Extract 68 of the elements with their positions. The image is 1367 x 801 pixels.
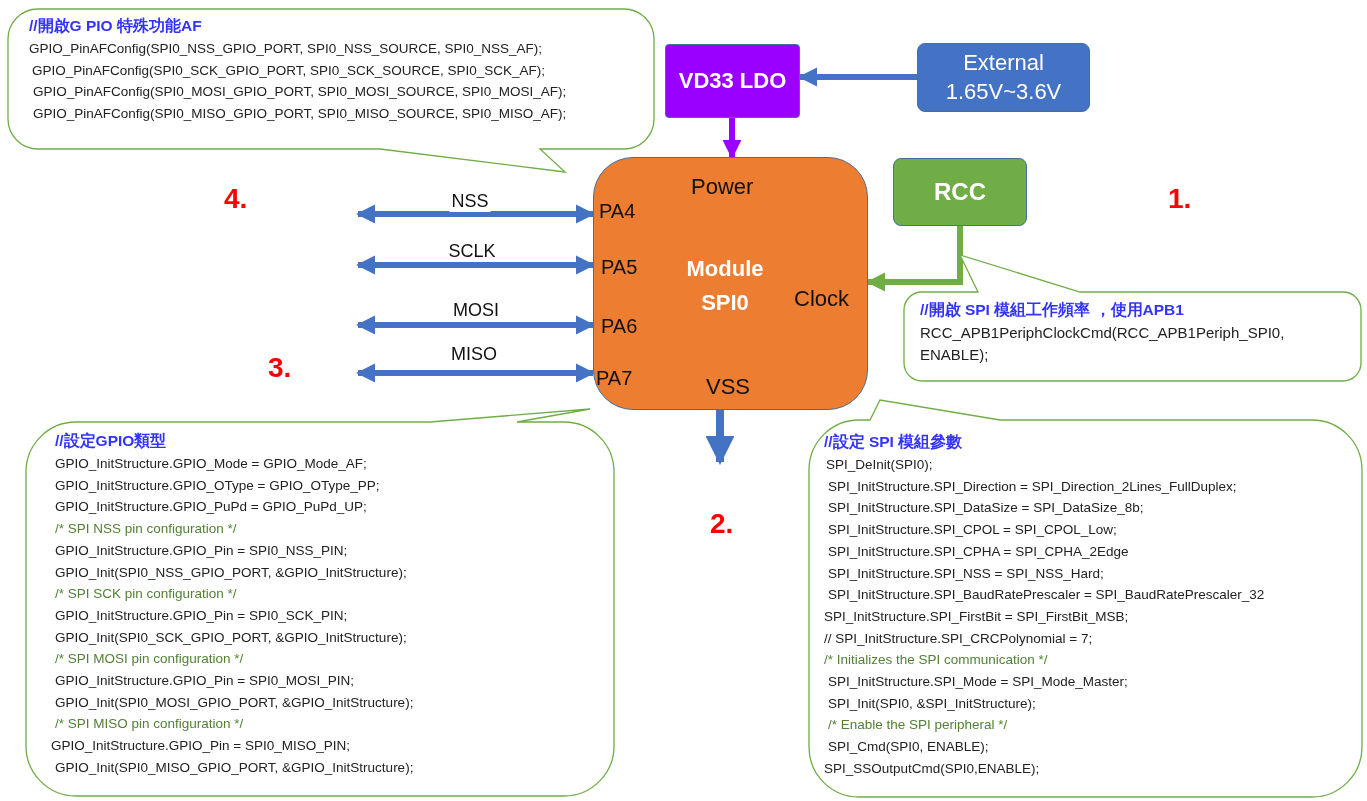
code-line: SPI_InitStructure.SPI_FirstBit = SPI_FirstBit_MSB;	[824, 607, 1129, 626]
code-line: SPI_InitStructure.SPI_DataSize = SPI_DataSize_8b;	[828, 499, 1144, 518]
step-number: 3.	[268, 352, 292, 384]
code-line: GPIO_Init(SPI0_SCK_GPIO_PORT, &GPIO_InitStructure);	[55, 628, 407, 647]
code-line: GPIO_InitStructure.GPIO_PuPd = GPIO_PuPd_UP;	[55, 498, 367, 517]
code-line: GPIO_PinAFConfig(SPI0_SCK_GPIO_PORT, SPI0_SCK_SOURCE, SPI0_SCK_AF);	[32, 61, 545, 80]
code-line: // SPI_InitStructure.SPI_CRCPolynomial = 7;	[824, 629, 1093, 648]
code-line: GPIO_InitStructure.GPIO_Pin = SPI0_MOSI_PIN;	[55, 672, 354, 691]
code-line: RCC_APB1PeriphClockCmd(RCC_APB1Periph_SPI0, ENABLE);	[920, 323, 1286, 365]
step-number: 2.	[710, 508, 734, 540]
arrow	[798, 67, 917, 87]
code-comment: /* Enable the SPI peripheral */	[828, 716, 1008, 735]
code-line: SPI_DeInit(SPI0);	[826, 456, 933, 474]
comment-heading: //設定 SPI 模組參數	[824, 432, 963, 452]
clock-label: Clock	[794, 286, 849, 312]
pin-label: PA4	[599, 200, 636, 223]
comment-heading: //設定GPIO類型	[55, 431, 167, 451]
code-line: GPIO_InitStructure.GPIO_Pin = SPI0_NSS_PIN;	[55, 541, 348, 560]
code-comment: /* SPI MISO pin configuration */	[55, 715, 244, 734]
callout-bubble	[808, 398, 1364, 800]
pin-label: PA7	[596, 367, 633, 390]
code-comment: /* SPI MOSI pin configuration */	[55, 650, 244, 669]
code-line: GPIO_Init(SPI0_MOSI_GPIO_PORT, &GPIO_InitStructure);	[55, 693, 414, 712]
comment-heading: //開啟G PIO 特殊功能AF	[29, 16, 202, 36]
code-line: SPI_InitStructure.SPI_BaudRatePrescaler = SPI_BaudRatePrescaler_32	[828, 586, 1265, 605]
code-line: GPIO_PinAFConfig(SPI0_MOSI_GPIO_PORT, SPI0_MOSI_SOURCE, SPI0_MOSI_AF);	[33, 83, 567, 102]
ground-label: VSS	[706, 374, 751, 400]
code-line: GPIO_Init(SPI0_NSS_GPIO_PORT, &GPIO_InitStructure);	[55, 563, 407, 582]
code-line: SPI_InitStructure.SPI_CPOL = SPI_CPOL_Low;	[828, 521, 1117, 540]
arrow	[866, 226, 963, 292]
callout-bubble	[7, 8, 657, 174]
code-line: SPI_SSOutputCmd(SPI0,ENABLE);	[824, 759, 1040, 778]
pin-label: PA5	[601, 256, 638, 279]
comment-heading: //開啟 SPI 模組工作頻率 ，使用APB1	[920, 300, 1184, 320]
code-line: SPI_Cmd(SPI0, ENABLE);	[828, 738, 989, 757]
code-line: SPI_InitStructure.SPI_CPHA = SPI_CPHA_2Edge	[828, 542, 1129, 561]
clock-source-box: RCC	[893, 158, 1027, 226]
arrow	[356, 363, 595, 383]
code-line: SPI_InitStructure.SPI_Direction = SPI_Direction_2Lines_FullDuplex;	[828, 477, 1237, 496]
ldo-box: VD33 LDO	[665, 44, 800, 118]
callout-bubble	[25, 408, 617, 797]
arrow	[356, 204, 595, 224]
code-comment: /* SPI SCK pin configuration */	[55, 585, 237, 604]
power-label: Power	[691, 174, 754, 200]
arrow	[356, 315, 595, 335]
code-line: GPIO_Init(SPI0_MISO_GPIO_PORT, &GPIO_InitStructure);	[55, 758, 414, 777]
pin-label: PA6	[601, 315, 638, 338]
code-line: GPIO_InitStructure.GPIO_OType = GPIO_OType_PP;	[55, 476, 380, 495]
code-line: SPI_Init(SPI0, &SPI_InitStructure);	[828, 694, 1036, 713]
code-line: SPI_InitStructure.SPI_Mode = SPI_Mode_Master;	[828, 673, 1128, 692]
code-line: GPIO_PinAFConfig(SPI0_NSS_GPIO_PORT, SPI0_NSS_SOURCE, SPI0_NSS_AF);	[29, 40, 542, 58]
module-label: Module SPI0	[685, 255, 765, 318]
code-comment: /* Initializes the SPI communication */	[824, 651, 1048, 670]
step-number: 4.	[224, 183, 248, 215]
arrow	[722, 118, 742, 159]
supply-box: External 1.65V~3.6V	[917, 43, 1090, 112]
callout-bubble	[903, 252, 1363, 384]
code-line: GPIO_InitStructure.GPIO_Pin = SPI0_MISO_PIN;	[51, 737, 350, 756]
step-number: 1.	[1168, 183, 1192, 215]
code-line: GPIO_InitStructure.GPIO_Mode = GPIO_Mode_AF;	[55, 455, 367, 473]
edge-label: NSS	[449, 191, 491, 212]
code-line: GPIO_InitStructure.GPIO_Pin = SPI0_SCK_PIN;	[55, 606, 348, 625]
arrow	[705, 410, 735, 465]
module-box	[593, 157, 868, 410]
code-comment: /* SPI NSS pin configuration */	[55, 520, 237, 539]
code-line: GPIO_PinAFConfig(SPI0_MISO_GPIO_PORT, SPI0_MISO_SOURCE, SPI0_MISO_AF);	[33, 105, 567, 124]
arrow	[356, 255, 595, 275]
code-line: SPI_InitStructure.SPI_NSS = SPI_NSS_Hard;	[828, 564, 1104, 583]
